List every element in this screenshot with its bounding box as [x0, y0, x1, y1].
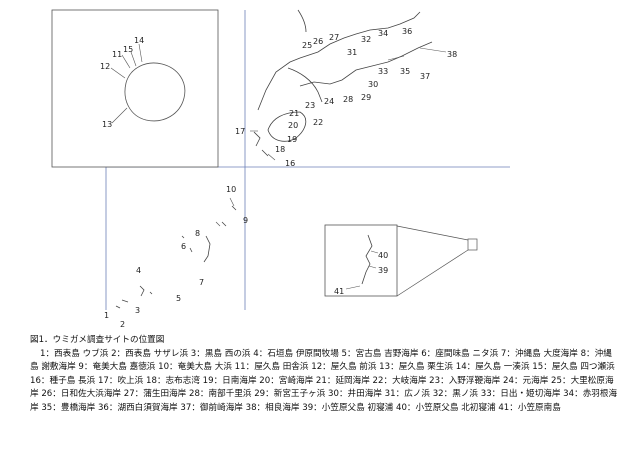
yakushima-island-outline — [124, 62, 186, 122]
japan-mainland — [253, 9, 433, 157]
site-number-labels: 1 2 3 4 5 6 7 8 9 10 11 12 13 14 15 16 1… — [100, 27, 457, 329]
site-legend-list: 1：西表島 ウブ浜 2：西表島 サザレ浜 3：黒島 西の浜 4：石垣島 伊原間牧… — [30, 348, 618, 413]
site-location-map: 1 2 3 4 5 6 7 8 9 10 11 12 13 14 15 16 1… — [51, 9, 510, 329]
site-label-39: 39 — [378, 266, 388, 275]
site-label-28: 28 — [343, 95, 353, 104]
site-label-19: 19 — [287, 135, 297, 144]
site-label-1: 1 — [104, 311, 109, 320]
ryukyu-islands — [115, 205, 237, 309]
figure-title: 図1．ウミガメ調査サイトの位置図 — [30, 335, 165, 345]
site-label-23: 23 — [305, 101, 315, 110]
site-label-22: 22 — [313, 118, 323, 127]
site-label-34: 34 — [378, 29, 388, 38]
site-label-25: 25 — [302, 41, 312, 50]
site-label-13: 13 — [102, 120, 112, 129]
site-label-10: 10 — [226, 185, 236, 194]
site-leader-lines — [215, 47, 447, 227]
site-label-32: 32 — [361, 35, 371, 44]
site-label-40: 40 — [378, 251, 388, 260]
site-label-27: 27 — [329, 33, 339, 42]
site-label-7: 7 — [199, 278, 204, 287]
site-label-33: 33 — [378, 67, 388, 76]
site-label-30: 30 — [368, 80, 378, 89]
site-label-29: 29 — [361, 93, 371, 102]
site-label-41: 41 — [334, 287, 344, 296]
site-label-38: 38 — [447, 50, 457, 59]
site-label-3: 3 — [135, 306, 140, 315]
site-label-26: 26 — [313, 37, 323, 46]
site-label-18: 18 — [275, 145, 285, 154]
site-label-14: 14 — [134, 36, 144, 45]
ogasawara-inset — [324, 224, 478, 297]
site-label-6: 6 — [181, 242, 186, 251]
site-label-24: 24 — [324, 97, 334, 106]
site-label-21: 21 — [289, 109, 299, 118]
site-label-20: 20 — [288, 121, 298, 130]
site-label-35: 35 — [400, 67, 410, 76]
site-label-31: 31 — [347, 48, 357, 57]
figure-caption: 図1．ウミガメ調査サイトの位置図 1：西表島 ウブ浜 2：西表島 サザレ浜 3：… — [30, 334, 620, 416]
site-label-5: 5 — [176, 294, 181, 303]
yakushima-inset — [51, 9, 219, 168]
site-label-4: 4 — [136, 266, 141, 275]
site-label-2: 2 — [120, 320, 125, 329]
site-label-11: 11 — [112, 50, 122, 59]
site-label-15: 15 — [123, 45, 133, 54]
site-label-9: 9 — [243, 216, 248, 225]
site-label-17: 17 — [235, 127, 245, 136]
site-label-8: 8 — [195, 229, 200, 238]
site-label-12: 12 — [100, 62, 110, 71]
site-label-36: 36 — [402, 27, 412, 36]
site-label-16: 16 — [285, 159, 295, 168]
site-label-37: 37 — [420, 72, 430, 81]
